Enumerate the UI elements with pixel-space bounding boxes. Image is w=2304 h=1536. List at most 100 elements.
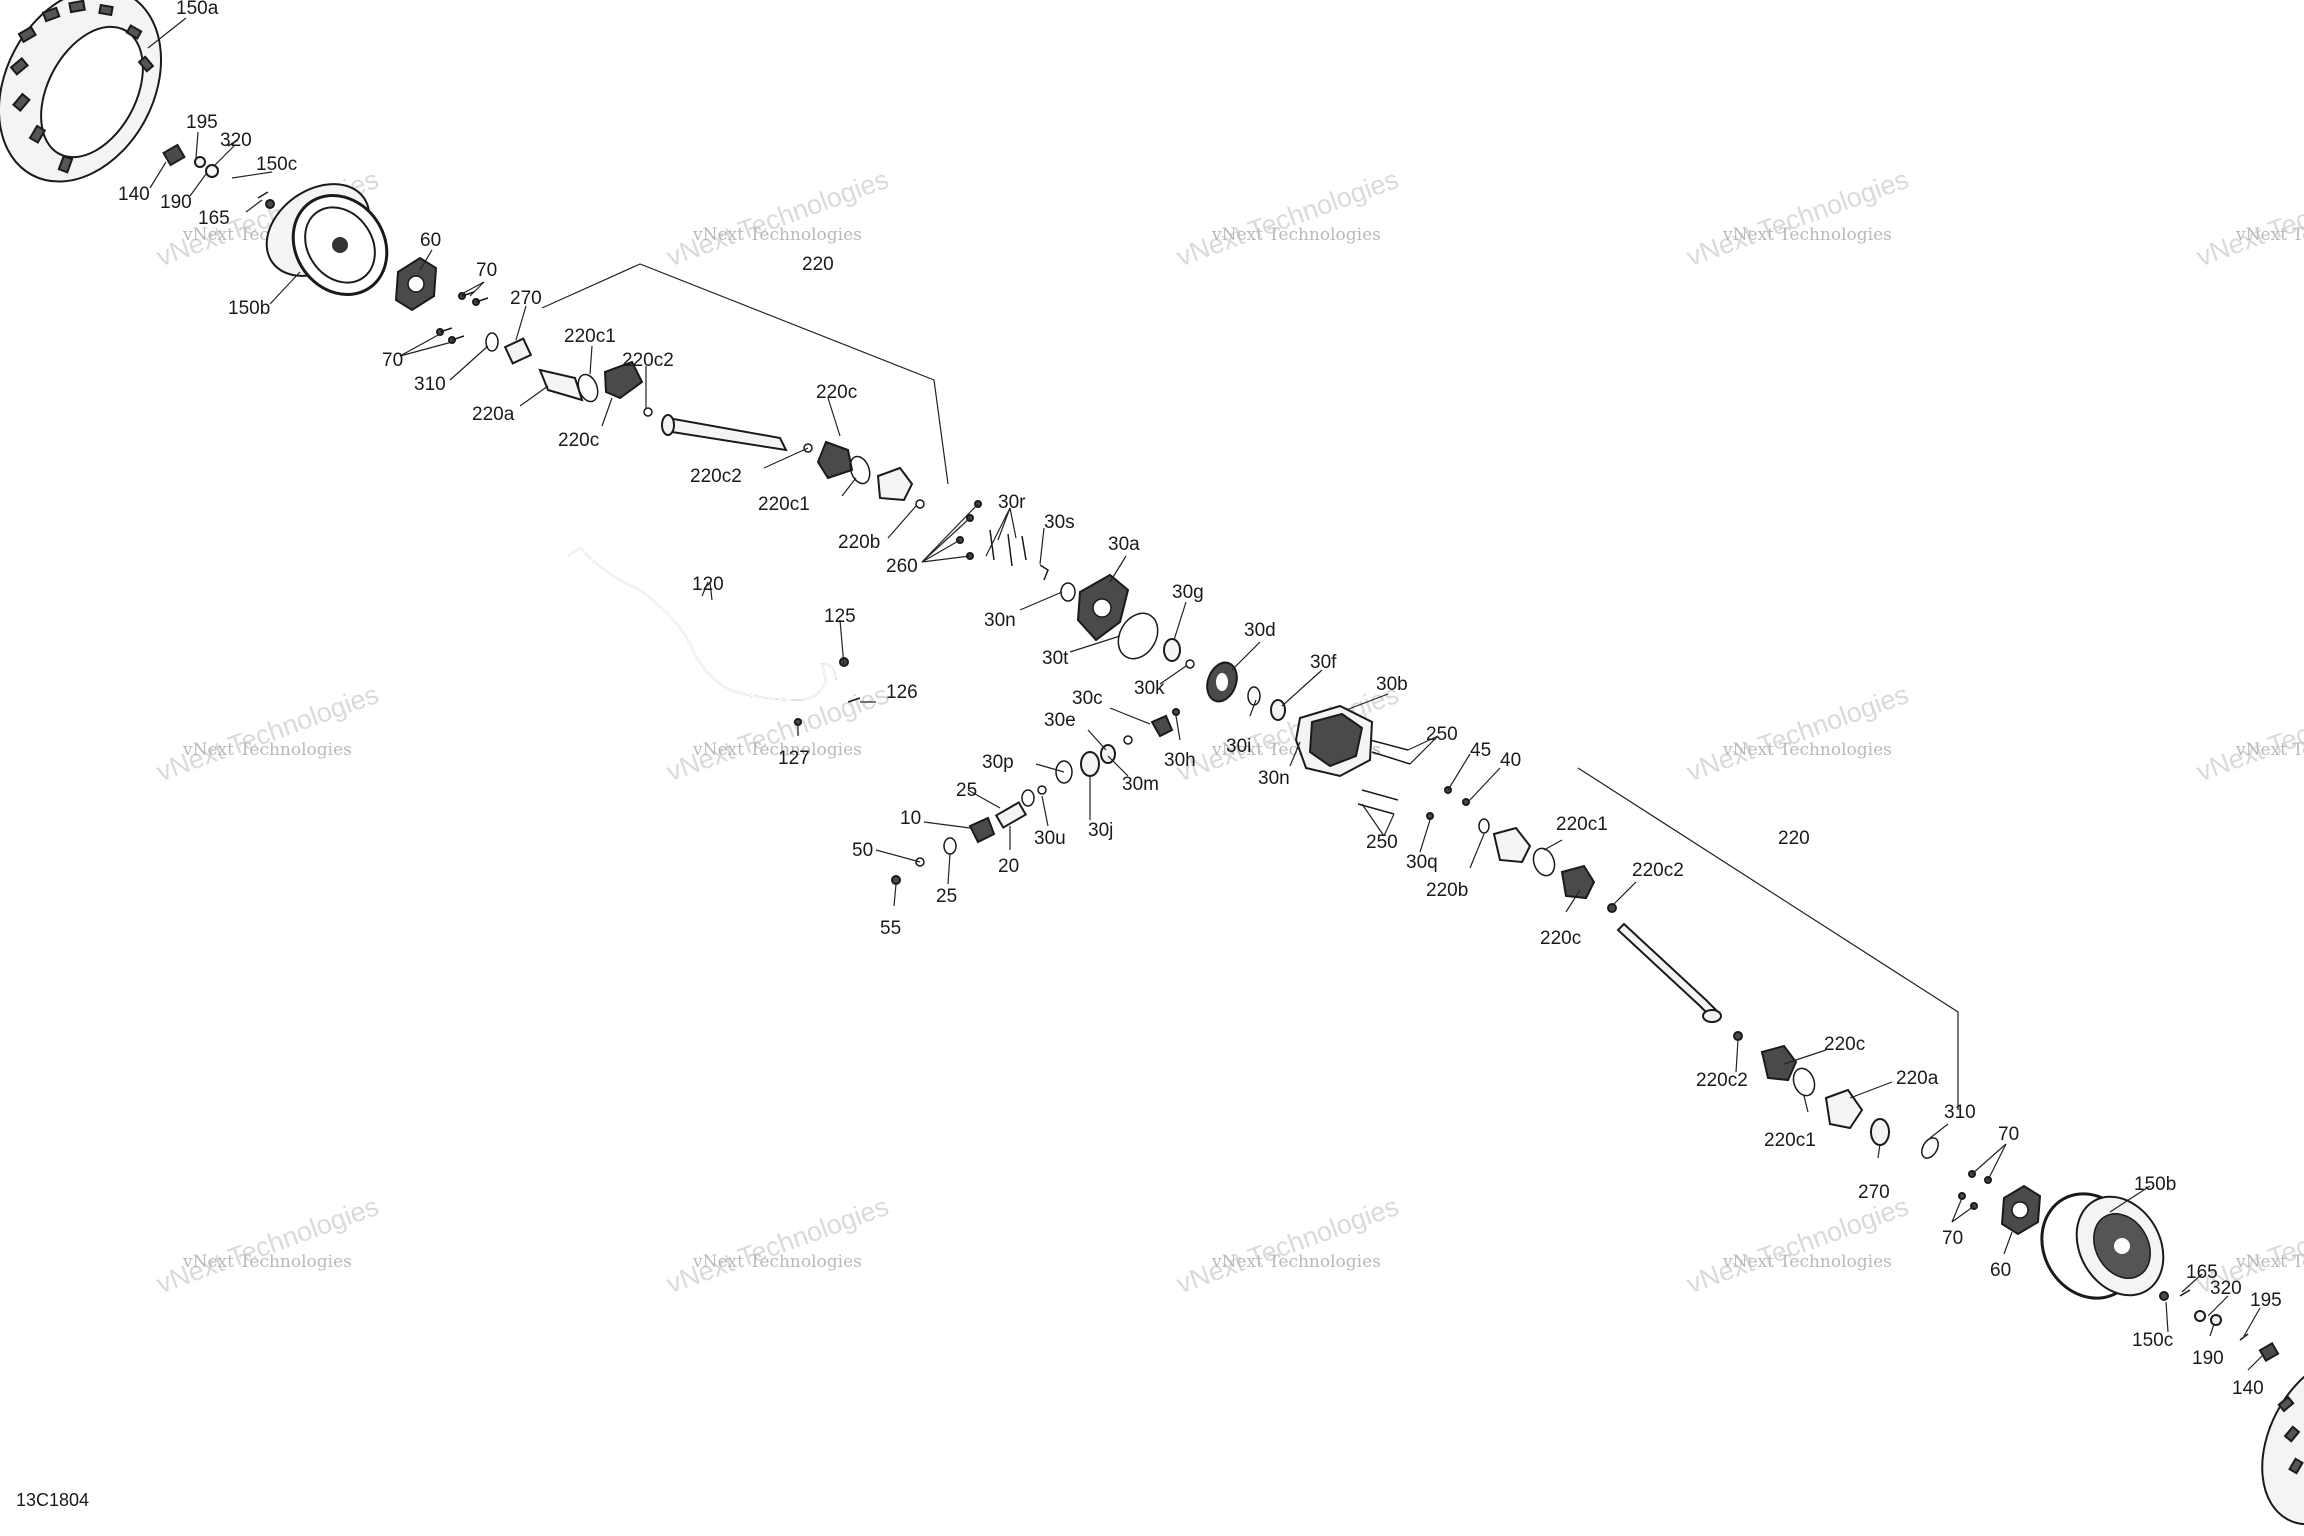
watermark-1: vNext Technologies — [663, 164, 893, 272]
watermark-9: vNext Technologies — [2193, 679, 2304, 787]
callout-30b: 30b — [1376, 674, 1408, 695]
callout-70: 70 — [476, 260, 497, 281]
callout-220c1: 220c1 — [1764, 1130, 1816, 1151]
callout-250: 250 — [1426, 724, 1458, 745]
watermark-13: vNext Technologies — [1683, 1191, 1913, 1299]
callout-30m: 30m — [1122, 774, 1159, 795]
callout-220c: 220c — [816, 382, 857, 403]
callout-30c: 30c — [1072, 688, 1103, 709]
callout-125: 125 — [824, 606, 856, 627]
svg-text:vNext Technologies: vNext Technologies — [153, 679, 383, 787]
callout-220c2: 220c2 — [1632, 860, 1684, 881]
callout-70: 70 — [1942, 1228, 1963, 1249]
watermark-small-9: vNext Technologies — [2235, 740, 2304, 760]
callout-126: 126 — [886, 682, 918, 703]
callout-320: 320 — [220, 130, 252, 151]
watermark-small-1: vNext Technologies — [692, 225, 862, 245]
callout-55: 55 — [880, 918, 901, 939]
bracket-220-right-frame — [1577, 767, 1959, 1110]
callout-20: 20 — [998, 856, 1019, 877]
callout-30d: 30d — [1244, 620, 1276, 641]
watermark-6: vNext Technologies — [663, 679, 893, 787]
callout-45: 45 — [1470, 740, 1491, 761]
leader-lines — [147, 17, 2263, 1371]
callout-190: 190 — [2192, 1348, 2224, 1369]
hardware-left — [162, 139, 275, 209]
callout-220c: 220c — [558, 430, 599, 451]
callout-70: 70 — [1998, 1124, 2019, 1145]
callout-320: 320 — [2210, 1278, 2242, 1299]
driveshaft-right — [1478, 818, 1939, 1159]
callout-220: 220 — [1778, 828, 1810, 849]
watermark-small-3: vNext Technologies — [1722, 225, 1892, 245]
callout-150a: 150a — [176, 0, 219, 19]
callout-220b: 220b — [1426, 880, 1468, 901]
callout-220b: 220b — [838, 532, 880, 553]
hub-right — [1958, 1170, 2042, 1236]
callout-30f: 30f — [1310, 652, 1337, 673]
watermark-2: vNext Technologies — [1173, 164, 1403, 272]
svg-text:vNext Technologies: vNext Technologies — [1683, 679, 1913, 787]
watermark-small-10: vNext Technologies — [182, 1252, 352, 1272]
watermark-3: vNext Technologies — [1683, 164, 1913, 272]
diagram-code: 13C1804 — [16, 1490, 89, 1510]
tire-left — [0, 0, 163, 183]
callout-60: 60 — [1990, 1260, 2011, 1281]
callout-30p: 30p — [982, 752, 1014, 773]
callout-labels: 150a 195 320 150c 140 190 165 150b 60 70… — [118, 0, 2282, 1399]
callout-25: 25 — [956, 780, 977, 801]
callout-150b: 150b — [228, 298, 270, 319]
callout-310: 310 — [1944, 1102, 1976, 1123]
svg-text:vNext Technologies: vNext Technologies — [1173, 1191, 1403, 1299]
svg-text:vNext Technologies: vNext Technologies — [2193, 679, 2304, 787]
callout-220a: 220a — [1896, 1068, 1939, 1089]
callout-165: 165 — [198, 208, 230, 229]
callout-310: 310 — [414, 374, 446, 395]
callout-220: 220 — [802, 254, 834, 275]
watermark-small-6: vNext Technologies — [692, 740, 862, 760]
callout-10: 10 — [900, 808, 921, 829]
watermark-small-4: vNext Technologies — [2235, 225, 2304, 245]
callout-30n: 30n — [1258, 768, 1290, 789]
svg-text:vNext Technologies: vNext Technologies — [663, 164, 893, 272]
callout-195: 195 — [186, 112, 218, 133]
callout-30j: 30j — [1088, 820, 1113, 841]
callout-250: 250 — [1366, 832, 1398, 853]
callout-220c: 220c — [1540, 928, 1581, 949]
callout-220c1: 220c1 — [758, 494, 810, 515]
bracket-220-left-frame — [541, 263, 949, 485]
watermark-small-8: vNext Technologies — [1722, 740, 1892, 760]
callout-127: 127 — [778, 748, 810, 769]
callout-120: 120 — [692, 574, 724, 595]
watermark-8: vNext Technologies — [1683, 679, 1913, 787]
callout-25: 25 — [936, 886, 957, 907]
watermark-12: vNext Technologies — [1173, 1191, 1403, 1299]
callout-220c2: 220c2 — [690, 466, 742, 487]
callout-165: 165 — [2186, 1262, 2218, 1283]
callout-30s: 30s — [1044, 512, 1075, 533]
svg-text:vNext Technologies: vNext Technologies — [663, 679, 893, 787]
callout-140: 140 — [118, 184, 150, 205]
callout-270: 270 — [510, 288, 542, 309]
svg-text:vNext Technologies: vNext Technologies — [153, 1191, 383, 1299]
watermark-small-2: vNext Technologies — [1211, 225, 1381, 245]
watermark-4: vNext Technologies — [2193, 164, 2304, 272]
callout-70: 70 — [382, 350, 403, 371]
watermark-5: vNext Technologies — [153, 679, 383, 787]
svg-text:vNext Technologies: vNext Technologies — [663, 1191, 893, 1299]
callout-270: 270 — [1858, 1182, 1890, 1203]
callout-30n: 30n — [984, 610, 1016, 631]
callout-220c1: 220c1 — [1556, 814, 1608, 835]
rim-left — [265, 183, 389, 297]
callout-220c1: 220c1 — [564, 326, 616, 347]
watermark-layer: vNext Technologies vNext Technologies vN… — [153, 164, 2304, 1299]
watermark-small-14: vNext Technologies — [2235, 1252, 2304, 1272]
callout-50: 50 — [852, 840, 873, 861]
callout-30i: 30i — [1226, 736, 1251, 757]
watermark-10: vNext Technologies — [153, 1191, 383, 1299]
callout-220c2: 220c2 — [1696, 1070, 1748, 1091]
pinion-parts — [891, 708, 1180, 885]
callout-40: 40 — [1500, 750, 1521, 771]
